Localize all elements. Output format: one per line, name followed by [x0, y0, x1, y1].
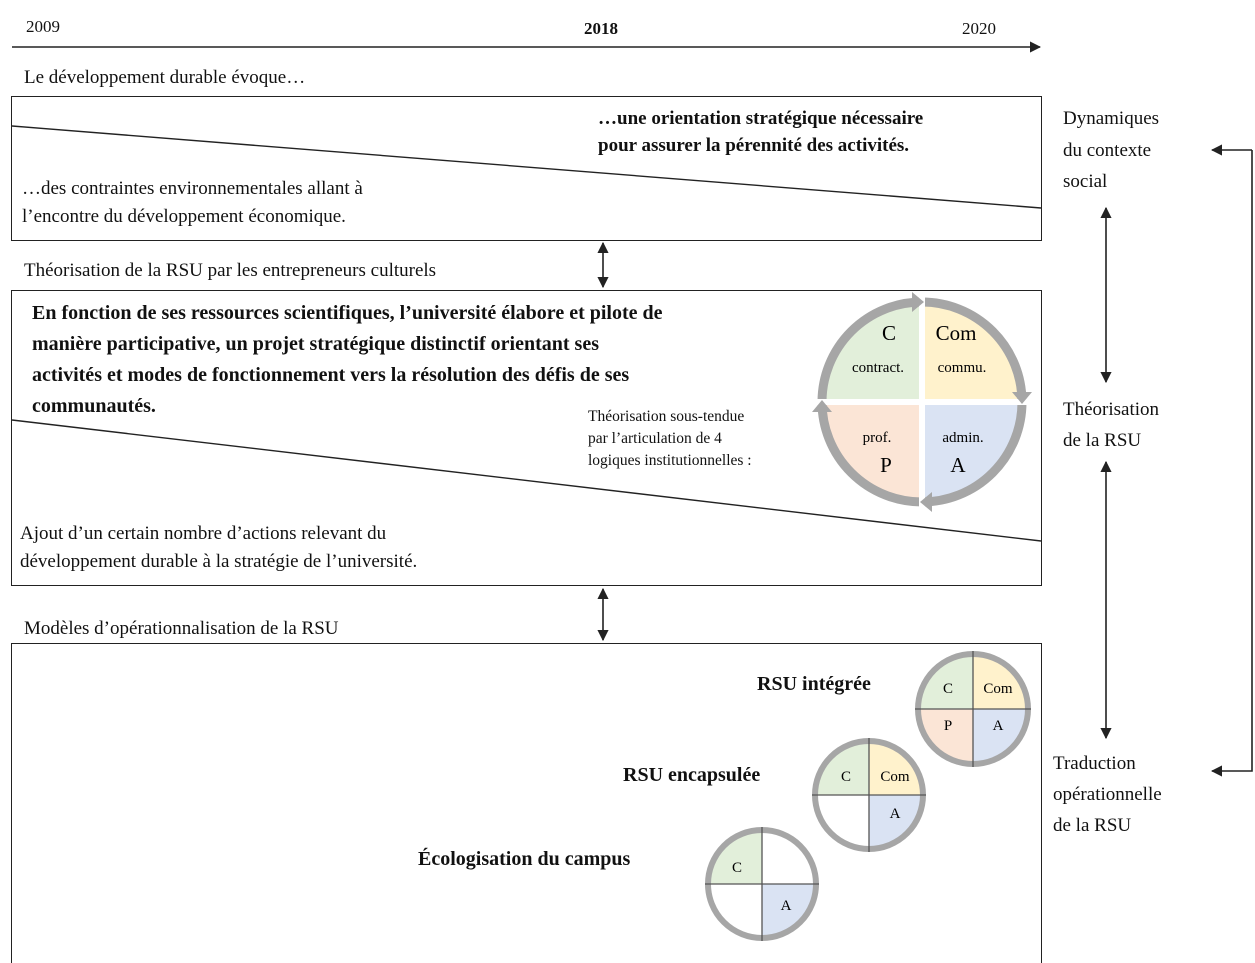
- model-rsu-encapsulee-label: RSU encapsulée: [623, 764, 761, 786]
- right-level3-line3: de la RSU: [1053, 815, 1132, 836]
- section1-bottom-left-line1: …des contraintes environnementales allan…: [22, 178, 363, 199]
- svg-text:P: P: [944, 718, 952, 734]
- pie-word-prof: prof.: [863, 430, 892, 446]
- section1-bottom-left-line2: l’encontre du développement économique.: [22, 206, 346, 227]
- svg-text:Com: Com: [880, 769, 910, 785]
- section2-top-line1: En fonction de ses ressources scientifiq…: [32, 302, 663, 324]
- pie-ecologisation: C A: [705, 827, 819, 941]
- pie-letter-p: P: [880, 453, 892, 477]
- svg-text:C: C: [841, 769, 851, 785]
- right-level2-line1: Théorisation: [1063, 399, 1160, 420]
- theorisation-pie: C contract. Com commu. prof. P admin. A: [812, 292, 1032, 512]
- right-level1-line2: du contexte: [1063, 140, 1152, 161]
- right-level3-line2: opérationnelle: [1053, 784, 1162, 805]
- svg-text:A: A: [993, 718, 1004, 734]
- theorisation-caption-line1: Théorisation sous-tendue: [588, 408, 745, 425]
- right-level1-line1: Dynamiques: [1063, 108, 1160, 129]
- right-feedback-loop: [1210, 150, 1253, 777]
- pie-cell-admin: [922, 402, 1022, 502]
- theorisation-caption-line3: logiques institutionnelles :: [588, 452, 752, 469]
- pie-rsu-encapsulee: C Com A: [812, 738, 926, 852]
- section1-box: [11, 96, 1042, 241]
- pie-letter-c: C: [882, 321, 896, 345]
- svg-text:Com: Com: [983, 681, 1013, 697]
- section2-top-line4: communautés.: [32, 395, 156, 417]
- section2-bottom-line2: développement durable à la stratégie de …: [20, 551, 418, 572]
- section2-bottom-line1: Ajout d’un certain nombre d’actions rele…: [20, 523, 387, 544]
- svg-text:C: C: [943, 681, 953, 697]
- section1-top-right-line1: …une orientation stratégique nécessaire: [598, 108, 924, 129]
- section3-box: [11, 643, 1042, 963]
- pie-word-admin: admin.: [942, 430, 983, 446]
- section2-top-line2: manière participative, un projet stratég…: [32, 333, 599, 355]
- svg-text:C: C: [732, 860, 742, 876]
- right-level3-line1: Traduction: [1053, 753, 1136, 774]
- section2-box: [11, 290, 1042, 586]
- section2-diagonal: [11, 419, 1042, 542]
- pie-cell-contract: [822, 302, 922, 402]
- pie-rsu-integree: C Com P A: [915, 651, 1031, 767]
- model-ecologisation-label: Écologisation du campus: [418, 848, 631, 870]
- pie-letter-a: A: [950, 453, 966, 477]
- pie-letter-com: Com: [936, 321, 977, 345]
- timeline-middle-year: 2018: [584, 19, 618, 38]
- right-level2-line2: de la RSU: [1063, 430, 1142, 451]
- timeline-end-year: 2020: [962, 19, 996, 38]
- pie-word-contract: contract.: [852, 360, 904, 376]
- timeline-start-year: 2009: [26, 17, 60, 36]
- section2-top-line3: activités et modes de fonctionnement ver…: [32, 364, 630, 386]
- svg-text:A: A: [890, 806, 901, 822]
- section1-diagonal: [11, 125, 1042, 209]
- right-level1-line3: social: [1063, 171, 1108, 192]
- model-rsu-integree-label: RSU intégrée: [757, 673, 871, 695]
- section3-label: Modèles d’opérationnalisation de la RSU: [24, 618, 339, 639]
- pie-cell-prof: [822, 402, 922, 502]
- section1-top-right-line2: pour assurer la pérennité des activités.: [598, 135, 910, 156]
- pie-cell-commu: [922, 302, 1022, 402]
- theorisation-caption-line2: par l’articulation de 4: [588, 430, 722, 447]
- pie-word-commu: commu.: [938, 360, 987, 376]
- section1-label: Le développement durable évoque…: [24, 67, 306, 88]
- section2-label: Théorisation de la RSU par les entrepren…: [24, 260, 437, 281]
- svg-text:A: A: [781, 898, 792, 914]
